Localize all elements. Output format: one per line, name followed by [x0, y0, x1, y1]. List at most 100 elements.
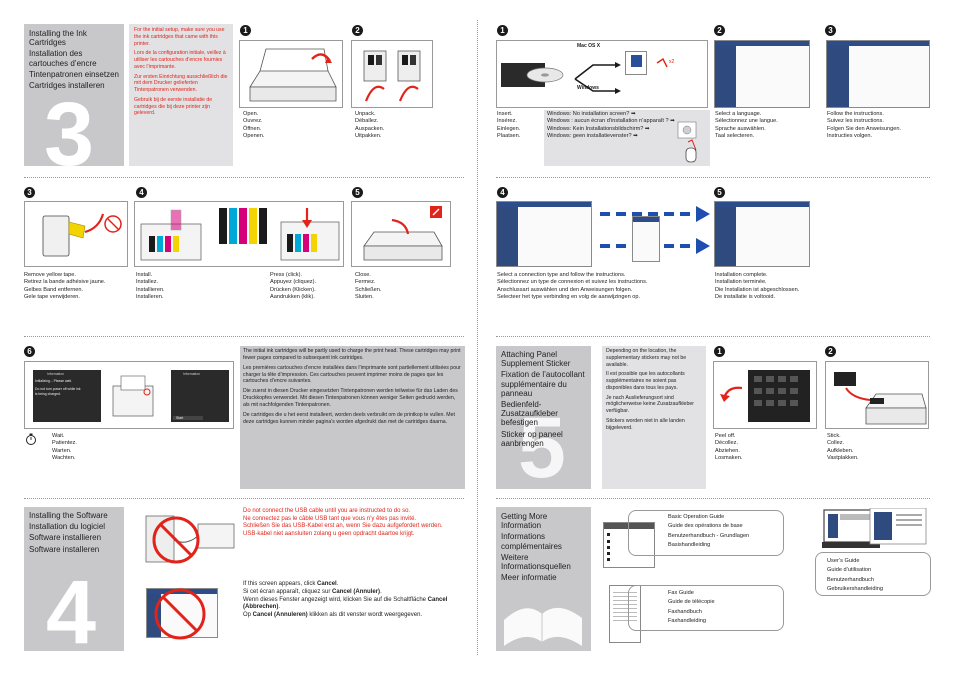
- install-step1-text: Insert. Insérez. Einlegen. Plaatsen.: [497, 111, 520, 141]
- text: .: [336, 581, 339, 587]
- step-text-en: Remove yellow tape.: [24, 272, 76, 278]
- section3-note-en: For the initial setup, make sure you use…: [134, 27, 225, 47]
- remove-tape-drawing: [42, 213, 122, 257]
- section5-title-de: Bedienfeld-Zusatzaufkleber befestigen: [501, 399, 558, 428]
- section5-note-fr: Il est possible que les autocollants sup…: [606, 371, 685, 391]
- basic-guide-label-box: [628, 510, 784, 556]
- section3-note-fr: Lors de la configuration initiale, veill…: [134, 50, 226, 70]
- choice-arrows-drawing: [574, 62, 621, 94]
- usb-warning-nl: USB-kabel niet aansluiten zolang u geen …: [243, 531, 415, 538]
- computer-monitor-drawing: [822, 507, 927, 548]
- booklet-cover-band: [604, 523, 654, 529]
- step-text-nl: Losmaken.: [715, 455, 743, 462]
- step-text-fr: Ouvrez.: [243, 118, 263, 125]
- step-text-en: Close.: [355, 272, 371, 278]
- cancel-label: Cancel: [317, 581, 337, 587]
- section6-title-fr: Informations complémentaires: [501, 532, 562, 551]
- section3-number: 3: [44, 85, 95, 185]
- section5-title-en: Attaching Panel Supplement Sticker: [501, 350, 571, 369]
- step-text-fr: Appuyez (cliquez).: [270, 279, 317, 286]
- installer-icon-body: [631, 55, 642, 67]
- cancel-line-nl: Op Cancel (Annuleren) klikken als dit ve…: [243, 612, 465, 620]
- installation-complete-window: [714, 201, 810, 267]
- section3-titles: Installing the Ink Cartridges Installati…: [29, 29, 121, 92]
- section5-step2-text: Stick. Collez. Aufkleben. Vastplakken.: [827, 433, 859, 463]
- window-titlebar: [633, 217, 659, 222]
- section5-note: Depending on the location, the supplemen…: [606, 348, 703, 434]
- svg-text:x2: x2: [669, 59, 675, 65]
- step-text-de: Schließen.: [355, 286, 382, 293]
- step-text-fr: Patientez.: [52, 440, 77, 447]
- section3-step2-number: 2: [352, 25, 363, 36]
- section3-step3-number: 3: [24, 187, 35, 198]
- step-text-fr: Fermez.: [355, 279, 376, 286]
- section3-step5-text: Close. Fermez. Schließen. Sluiten.: [355, 272, 381, 302]
- instructions-window: [826, 40, 930, 108]
- install-step5-text: Installation complete. Installation term…: [715, 272, 799, 302]
- section3-note-de: Zur ersten Einrichtung ausschließlich di…: [134, 73, 228, 94]
- window-sidebar: [715, 46, 736, 107]
- section5-title-panel: [496, 346, 591, 489]
- guide-title-nl: Basishandleiding: [668, 542, 711, 549]
- section3-title-de: Tintenpatronen einsetzen: [29, 69, 119, 79]
- stopwatch-icon: [26, 433, 36, 445]
- cancel-line-de: Wenn dieses Fenster angezeigt wird, klic…: [243, 597, 465, 613]
- lcd-screen-start: Information Start: [171, 370, 229, 422]
- no-usb-illustration: [145, 515, 235, 564]
- text: Op: [243, 612, 253, 619]
- booklet-text-lines: [613, 592, 637, 622]
- step-text-nl: Wachten.: [52, 455, 76, 462]
- step-text-fr: Suivez les instructions.: [827, 118, 884, 125]
- stick-sticker-illustration: [825, 361, 929, 429]
- section3-note: For the initial setup, make sure you use…: [134, 27, 230, 120]
- section4-title-nl: Software installeren: [29, 544, 100, 554]
- usb-warning-fr: Ne connectez pas le câble USB tant que v…: [243, 515, 417, 522]
- guide-title-en: Fax Guide: [668, 590, 694, 596]
- step-text-de: Warten.: [52, 447, 72, 454]
- install-step2-number: 2: [714, 25, 725, 36]
- step-text-nl: De installatie is voltooid.: [715, 294, 776, 301]
- connection-type-window: [496, 201, 592, 267]
- step-text-de: Einlegen.: [497, 125, 521, 132]
- text: klikken als dit venster wordt weergegeve…: [307, 612, 423, 619]
- step-text-en: Wait.: [52, 433, 65, 439]
- guide-title-nl: Gebruikershandleiding: [827, 586, 883, 593]
- step-text-nl: Vastplakken.: [827, 455, 859, 462]
- divider: [24, 177, 464, 178]
- divider: [496, 498, 930, 499]
- text: If this screen appears, click: [243, 581, 318, 587]
- section6-title-de: Weitere Informationsquellen: [501, 552, 571, 571]
- autorun-icon: [677, 121, 697, 163]
- install-step5-number: 5: [714, 187, 725, 198]
- install-step3-number: 3: [825, 25, 836, 36]
- section3-step2-text: Unpack. Déballez. Auspacken. Uitpakken.: [355, 111, 384, 141]
- step-text-de: Öffnen.: [243, 125, 262, 132]
- windows-text-nl: Windows: geen installatievenster? ➡: [547, 133, 638, 140]
- usb-warning: Do not connect the USB cable until you a…: [243, 508, 463, 539]
- open-book-icon: [504, 607, 582, 646]
- step-text-fr: Installation terminée.: [715, 279, 767, 286]
- lcd-screen-title: Information: [183, 372, 200, 376]
- install-step2-text: Select a language. Sélectionnez une lang…: [715, 111, 778, 141]
- section5-step1-text: Peel off. Décollez. Abziehen. Losmaken.: [715, 433, 742, 463]
- step-text-de: Installieren.: [136, 286, 165, 293]
- installer-icon: [625, 51, 647, 75]
- double-click-icon: x2: [656, 57, 675, 68]
- close-printer-drawing: [363, 206, 443, 261]
- insert-cd-illustration: Mac OS X Windows x2: [496, 40, 708, 108]
- install-step3-text: Follow the instructions. Suivez les inst…: [827, 111, 901, 141]
- text: .: [380, 588, 382, 595]
- usb-warning-en: Do not connect the USB cable until you a…: [243, 508, 411, 514]
- step-text-de: Drücken (Klicken).: [270, 286, 316, 293]
- step-text-de: Anschlussart auswählen und den Anweisung…: [497, 286, 633, 293]
- lcd-screen-initializing: Information Initializing... Please wait.…: [33, 370, 101, 422]
- center-fold-line: [477, 20, 478, 655]
- text: Wenn dieses Fenster angezeigt wird, klic…: [243, 596, 428, 603]
- windows-no-screen-text: Windows: No installation screen? ➡ Windo…: [547, 111, 675, 141]
- section4-title-en: Installing the Software: [29, 511, 108, 520]
- guide-title-en: Basic Operation Guide: [668, 514, 725, 520]
- cancel-line-fr: Si cet écran apparaît, cliquez sur Cance…: [243, 589, 465, 597]
- stick-sticker-drawing: [834, 372, 927, 425]
- section3-step6-number: 6: [24, 346, 35, 357]
- step-text-en: Select a connection type and follow the …: [497, 272, 626, 278]
